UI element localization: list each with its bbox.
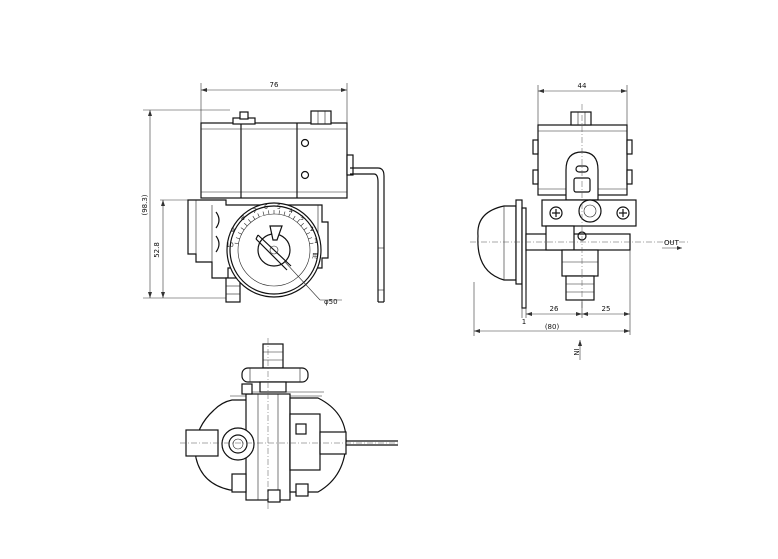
solenoid-housing	[200, 122, 348, 199]
side-top-nut	[570, 111, 592, 126]
dial-tick	[235, 237, 240, 240]
dial-tick	[296, 219, 300, 223]
dial-label: 5	[277, 204, 281, 211]
dial-tick	[300, 223, 304, 227]
dial-label: 8	[241, 215, 245, 222]
dial-tick	[257, 213, 260, 218]
screw-hole	[300, 138, 310, 148]
dial-tick	[262, 211, 265, 216]
dim-seg-1: 1	[522, 318, 526, 326]
dial-tick	[244, 223, 248, 227]
dial-pointer	[269, 225, 283, 241]
side-width-label: 44	[578, 82, 587, 90]
dial-tick	[306, 232, 311, 235]
dial-tick	[268, 210, 270, 215]
dial-diameter-label: φ50	[324, 298, 338, 306]
dial-tick	[248, 219, 252, 223]
side-view: 44	[470, 82, 690, 360]
valve-port	[578, 199, 602, 223]
temperature-dial: 用 10 9 8 7 6 5 4 3 2 1 φ50	[226, 202, 342, 306]
front-mid-height-label: 52.8	[153, 242, 161, 258]
lead-wires	[350, 167, 385, 303]
side-bottom-dimensions: 1 26 25	[521, 250, 631, 335]
dial-label: 1	[314, 238, 318, 245]
dial-label: 4	[289, 208, 293, 215]
dial-mark: 用	[312, 253, 318, 260]
bottom-fitting	[225, 277, 241, 303]
front-height-label: (98.3)	[141, 194, 149, 215]
dim-seg-3: 25	[602, 305, 611, 313]
dial-label: 6	[264, 204, 268, 211]
screw-head	[549, 206, 563, 220]
dial-tick	[278, 210, 280, 215]
in-port-indicator: IN	[572, 340, 582, 360]
side-width-dimension: 44	[537, 82, 628, 125]
top-nut	[310, 110, 332, 125]
side-overall-label: (80)	[545, 323, 560, 331]
dial-tick	[292, 215, 296, 220]
side-dial-knob	[477, 205, 517, 281]
screw-hole	[300, 170, 310, 180]
dial-label: 3	[300, 215, 304, 222]
in-port-label: IN	[572, 348, 580, 355]
dial-tick	[288, 213, 291, 218]
out-port-label: OUT	[664, 239, 680, 247]
dial-tick	[303, 227, 308, 231]
dial-tick	[309, 242, 314, 245]
bottom-view	[180, 338, 400, 510]
dial-tick	[308, 237, 313, 240]
front-height-dimension: (98.3)	[141, 109, 230, 299]
dial-tick	[252, 215, 256, 220]
front-width-label: 76	[270, 81, 279, 89]
inlet-fitting	[565, 275, 595, 301]
dial-tick	[240, 227, 245, 231]
front-view: 76 (98.3) 52.8	[141, 81, 385, 306]
side-overall-dimension: (80)	[473, 282, 630, 336]
front-mid-height-dimension: 52.8	[153, 199, 200, 298]
bottom-view-stem	[262, 343, 284, 369]
dim-seg-2: 26	[550, 305, 559, 313]
bottom-view-dial-edge	[241, 367, 309, 383]
front-width-dimension: 76	[200, 81, 348, 123]
screw-head	[616, 206, 630, 220]
bottom-view-port	[221, 427, 255, 461]
dial-label: 7	[253, 208, 257, 215]
dial-label: 2	[310, 226, 314, 233]
dial-tick	[234, 242, 239, 245]
dial-label: 9	[231, 227, 235, 234]
dial-tick	[237, 232, 242, 235]
dial-label: 10	[226, 242, 234, 249]
dial-tick	[283, 211, 286, 216]
